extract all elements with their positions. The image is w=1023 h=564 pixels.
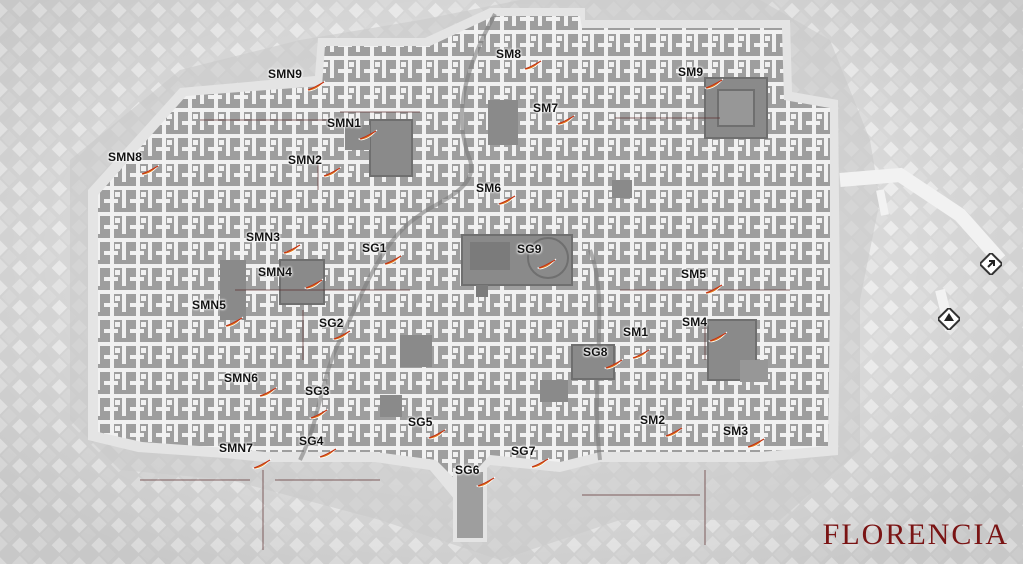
marker-label-sg9: SG9 [517,242,542,256]
marker-label-sg2: SG2 [319,316,344,330]
feather-icon[interactable] [604,358,624,370]
feather-icon[interactable] [556,114,576,126]
marker-label-sm6: SM6 [476,181,502,195]
marker-label-sg6: SG6 [455,463,480,477]
east-road [839,167,1006,265]
feather-icon[interactable] [358,129,378,141]
feather-icon[interactable] [258,386,278,398]
feather-icon[interactable] [476,476,496,488]
marker-label-sm7: SM7 [533,101,559,115]
map-title: FLORENCIA [822,518,1009,551]
feather-icon[interactable] [318,447,338,459]
marker-label-smn6: SMN6 [224,371,259,385]
feather-icon[interactable] [664,426,684,438]
feather-icon[interactable] [427,428,447,440]
marker-label-sg3: SG3 [305,384,330,398]
feather-icon[interactable] [332,329,352,341]
feather-icon[interactable] [523,59,543,71]
feather-icon[interactable] [309,408,329,420]
marker-label-sm4: SM4 [682,315,708,329]
feather-icon[interactable] [704,78,724,90]
feather-icon[interactable] [306,80,326,92]
reference-lines [140,111,790,550]
marker-label-sm8: SM8 [496,47,522,61]
feather-icon[interactable] [537,258,557,270]
marker-label-sg1: SG1 [362,241,387,255]
waypoint-icon[interactable] [938,308,960,330]
map-exit-icon[interactable] [980,253,1002,275]
marker-label-smn9: SMN9 [268,67,303,81]
feather-icon[interactable] [322,166,342,178]
feather-icon[interactable] [140,164,160,176]
feather-icon[interactable] [224,316,244,328]
marker-label-smn5: SMN5 [192,298,227,312]
feather-icon[interactable] [252,458,272,470]
marker-label-smn2: SMN2 [288,153,323,167]
marker-label-sm5: SM5 [681,267,707,281]
marker-label-sm1: SM1 [623,325,649,339]
feather-icon[interactable] [746,437,766,449]
marker-label-sg5: SG5 [408,415,433,429]
feather-icon[interactable] [383,254,403,266]
feather-icon[interactable] [530,457,550,469]
marker-label-smn3: SMN3 [246,230,281,244]
river [298,13,497,461]
marker-label-sm2: SM2 [640,413,666,427]
feather-icon[interactable] [282,243,302,255]
marker-label-sg8: SG8 [583,345,608,359]
feather-icon[interactable] [704,283,724,295]
marker-label-sg4: SG4 [299,434,324,448]
feather-icon[interactable] [304,278,324,290]
marker-label-sm9: SM9 [678,65,704,79]
marker-label-smn1: SMN1 [327,116,362,130]
marker-label-sm3: SM3 [723,424,749,438]
marker-label-smn8: SMN8 [108,150,143,164]
feather-icon[interactable] [708,331,728,343]
marker-label-smn4: SMN4 [258,265,293,279]
feather-icon[interactable] [497,194,517,206]
marker-label-sg7: SG7 [511,444,536,458]
marker-label-smn7: SMN7 [219,441,254,455]
feather-icon[interactable] [631,348,651,360]
